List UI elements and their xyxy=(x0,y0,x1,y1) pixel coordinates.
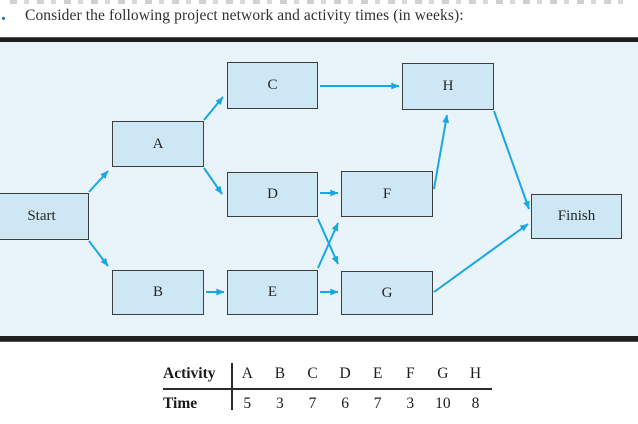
node-f-label: F xyxy=(382,185,392,202)
figure-top-rule xyxy=(0,37,638,43)
node-a-label: A xyxy=(152,135,164,152)
node-finish-label: Finish xyxy=(557,208,596,224)
problem-statement: Consider the following project network a… xyxy=(25,7,464,24)
time-h: 8 xyxy=(471,395,480,412)
node-f: F xyxy=(341,171,433,217)
node-b: B xyxy=(112,270,204,315)
node-h-label: H xyxy=(442,78,454,94)
arrow-e-f xyxy=(317,222,339,269)
node-start: Start xyxy=(0,193,89,240)
activity-a: A xyxy=(241,365,253,382)
activity-c: C xyxy=(307,365,318,382)
time-e: 7 xyxy=(373,395,382,412)
arrow-start-a xyxy=(88,170,109,193)
time-b: 3 xyxy=(276,395,284,412)
arrow-d-g xyxy=(317,218,339,265)
table-row-time: Time 5 3 7 6 7 3 10 8 xyxy=(163,392,492,416)
node-start-label: Start xyxy=(27,208,56,224)
time-d: 6 xyxy=(341,395,349,412)
figure-bottom-rule xyxy=(0,336,638,342)
arrow-h-finish xyxy=(493,110,530,210)
node-e-label: E xyxy=(267,284,278,300)
node-c: C xyxy=(227,62,318,109)
activity-f: F xyxy=(405,365,415,382)
node-finish: Finish xyxy=(531,194,622,239)
node-b-label: B xyxy=(152,284,163,300)
table-row-activity: Activity A B C D E F G H xyxy=(163,360,492,388)
arrow-a-d xyxy=(203,167,223,195)
activity-time-table: Activity A B C D E F G H Time 5 3 7 6 7 … xyxy=(163,360,492,416)
node-e: E xyxy=(227,270,318,315)
time-f: 3 xyxy=(406,395,415,412)
activity-header-label: Activity xyxy=(163,365,216,382)
activity-g: G xyxy=(437,365,449,382)
node-a: A xyxy=(112,121,204,167)
node-g: G xyxy=(341,271,433,315)
time-row-label: Time xyxy=(163,395,198,412)
activity-h: H xyxy=(469,365,482,382)
node-d-label: D xyxy=(267,186,278,202)
node-h: H xyxy=(402,63,494,110)
arrow-f-h xyxy=(433,114,450,190)
time-a: 5 xyxy=(243,395,252,412)
list-item-number-marker: . xyxy=(1,3,6,25)
activity-b: B xyxy=(274,365,286,382)
table-horizontal-divider xyxy=(163,388,492,390)
node-c-label: C xyxy=(267,77,278,93)
time-c: 7 xyxy=(308,395,317,412)
activity-d: D xyxy=(339,365,351,382)
arrow-g-finish xyxy=(433,223,529,293)
arrow-a-c xyxy=(203,96,224,121)
arrow-start-b xyxy=(88,240,109,267)
time-g: 10 xyxy=(435,395,451,412)
network-diagram-panel xyxy=(0,42,638,336)
table-vertical-divider xyxy=(231,363,233,410)
activity-e: E xyxy=(372,365,383,382)
node-d: D xyxy=(227,172,318,217)
cropped-previous-line-remnant xyxy=(10,0,628,4)
node-g-label: G xyxy=(381,284,393,301)
